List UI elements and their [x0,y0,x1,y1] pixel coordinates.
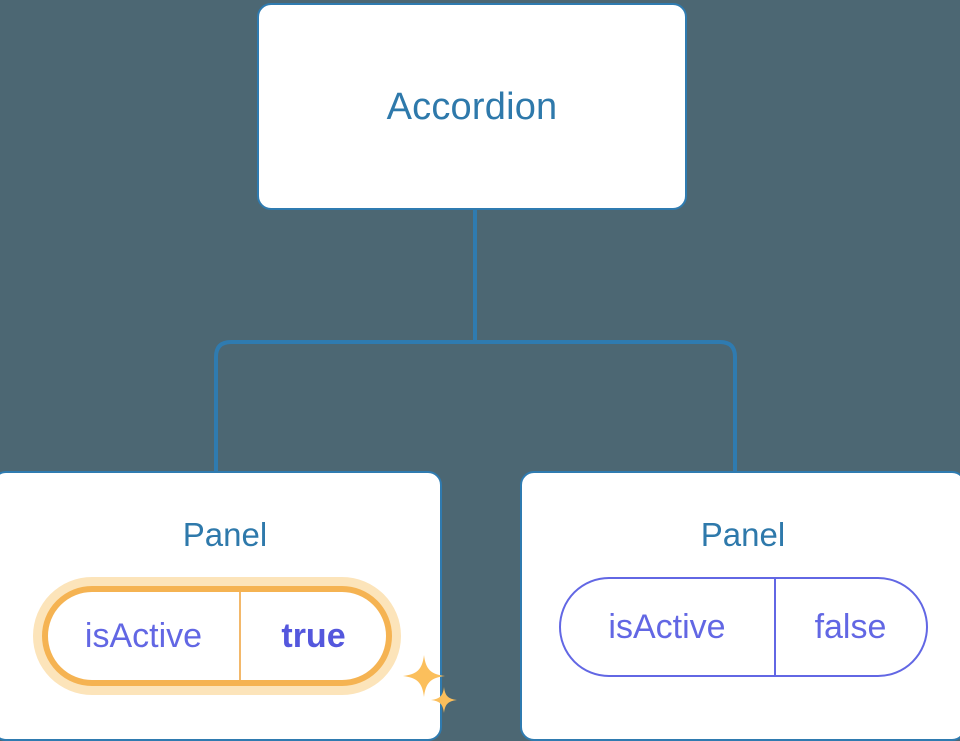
prop-pill-is-active-false[interactable]: isActive false [558,577,928,677]
prop-pill-inactive-wrap: isActive false [558,577,928,677]
node-accordion-title: Accordion [386,85,558,128]
connector-branch-right [475,340,737,471]
connector-branch-left [214,340,475,471]
prop-key: isActive [561,579,776,675]
node-panel-inactive-title: Panel [700,516,786,553]
prop-pill-is-active-true[interactable]: isActive true [42,586,392,686]
prop-value: true [281,617,346,655]
sparkle-large-icon [403,655,445,697]
node-accordion[interactable]: Accordion [257,3,687,210]
prop-value: false [814,608,887,646]
prop-key: isActive [48,592,241,680]
node-panel-inactive[interactable]: Panel isActive false [520,471,960,741]
sparkle-small-icon [431,687,457,713]
node-panel-active-title: Panel [182,516,268,553]
prop-pill-highlight-glow: isActive true [33,577,401,695]
node-panel-active[interactable]: Panel isActive true [0,471,457,741]
prop-pill-active-wrap: isActive true [33,577,457,713]
